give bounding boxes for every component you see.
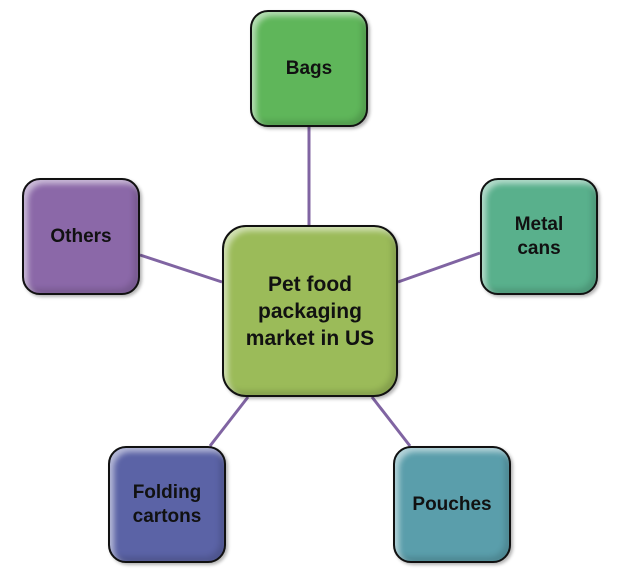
node-label: Folding	[132, 481, 202, 503]
center-label-line: market in US	[245, 326, 375, 350]
node-bags: Bags	[250, 10, 368, 127]
connector-pouches	[370, 396, 412, 447]
connector-others	[139, 253, 223, 284]
connector-metal-cans	[397, 251, 481, 284]
center-label-line: packaging	[258, 299, 362, 323]
connector-folding-cartons	[208, 396, 250, 447]
node-label: Pouches	[412, 493, 492, 515]
node-label: Others	[50, 225, 112, 247]
center-node: Pet food packaging market in US	[222, 225, 398, 397]
node-label: cans	[517, 237, 561, 259]
node-label: Bags	[285, 57, 333, 79]
node-others: Others	[22, 178, 140, 295]
center-label-line: Pet food	[267, 272, 352, 296]
node-label: Metal	[514, 213, 564, 235]
node-label: cartons	[132, 505, 202, 527]
node-pouches: Pouches	[393, 446, 511, 563]
